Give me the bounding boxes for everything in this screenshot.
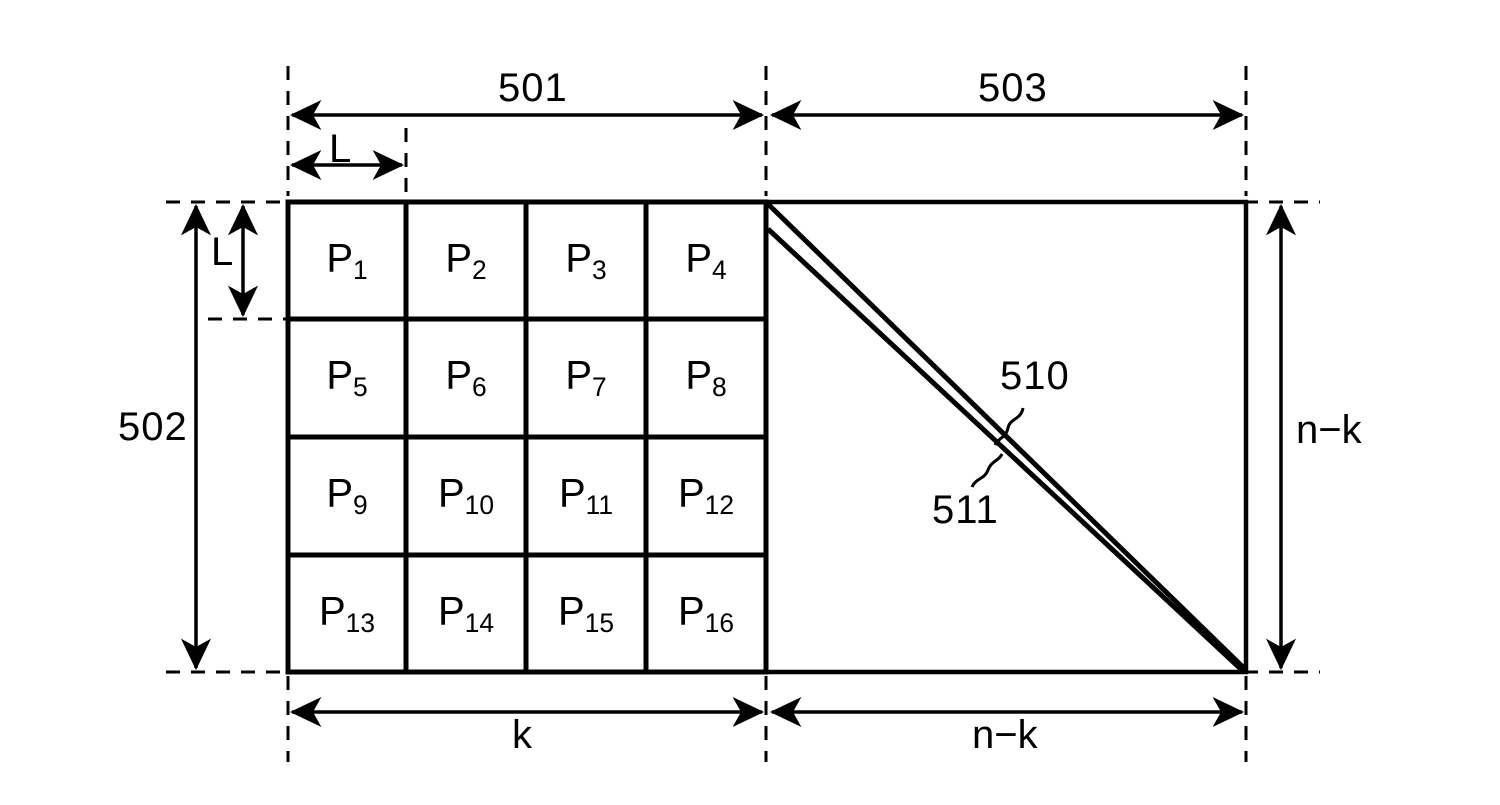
grid-cell-label: P13 (318, 589, 376, 638)
leader-510 (993, 407, 1025, 446)
grid-cell-label: P8 (685, 353, 727, 402)
label-cell-height-L: L (211, 230, 234, 274)
label-cell-width-L: L (329, 127, 352, 171)
leader-511 (970, 453, 1004, 488)
grid-cell-label: P3 (565, 236, 607, 285)
label-501: 501 (498, 66, 568, 110)
grid-cell-label: P2 (445, 236, 487, 285)
grid-cell-label: P5 (326, 353, 368, 402)
grid-cell-label: P11 (558, 471, 614, 520)
block-grid (285, 199, 769, 675)
grid-cell-label: P16 (677, 589, 735, 638)
grid-cell-label: P1 (326, 236, 368, 285)
grid-cell-label: P6 (445, 353, 487, 402)
grid-cell-label: P4 (685, 236, 727, 285)
diagonal-line-511 (766, 227, 1246, 674)
label-right-nk: n−k (1296, 408, 1362, 452)
grid-cell-label: P10 (437, 471, 495, 520)
grid-cell-label: P12 (677, 471, 735, 520)
diagonal-double-line (766, 202, 1248, 674)
label-511: 511 (932, 488, 999, 532)
grid-cell-label: P7 (565, 353, 607, 402)
construction-lines (166, 66, 1320, 762)
label-503: 503 (978, 66, 1048, 110)
dimension-arrows (180, 99, 1297, 728)
label-510: 510 (1000, 354, 1070, 398)
grid-cell-label: P15 (557, 589, 615, 638)
grid-cell-label: P9 (326, 471, 368, 520)
grid-cell-label: P14 (437, 589, 495, 638)
label-502: 502 (118, 405, 188, 449)
leader-lines (970, 407, 1025, 488)
label-bottom-nk: n−k (972, 713, 1038, 757)
label-k: k (512, 713, 532, 757)
diagonal-line-510 (766, 202, 1248, 672)
